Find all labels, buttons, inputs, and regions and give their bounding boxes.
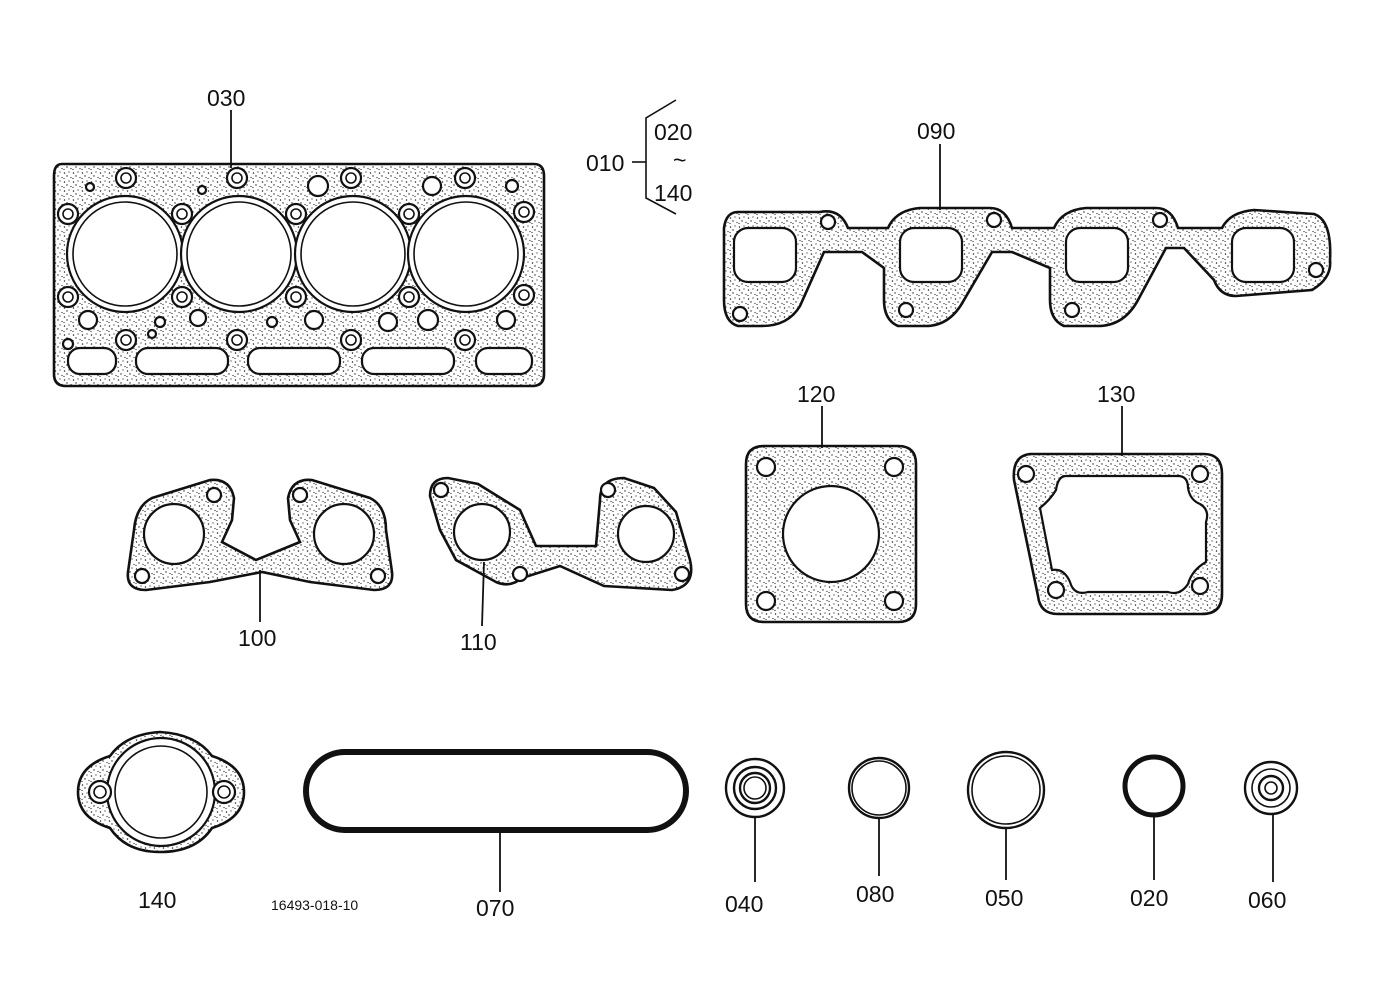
head-gasket-030 (52, 162, 546, 388)
exhaust-manifold-gasket-090 (722, 206, 1332, 328)
label-060: 060 (1248, 887, 1286, 913)
o-ring-020 (1122, 754, 1186, 818)
label-090: 090 (917, 118, 955, 144)
small-seal-060 (1243, 760, 1299, 816)
drawing-number: 16493-018-10 (271, 897, 358, 913)
label-100: 100 (238, 625, 276, 651)
label-020-range-start: 020 (654, 119, 692, 145)
flange-gasket-140 (76, 730, 246, 854)
square-flange-gasket-120 (744, 444, 918, 624)
label-040: 040 (725, 891, 763, 917)
label-010: 010 (586, 150, 624, 176)
kit-range-bracket (632, 99, 677, 215)
label-070: 070 (476, 895, 514, 921)
cover-seal-070 (303, 749, 689, 833)
o-ring-050 (966, 750, 1046, 830)
label-140-range-end: 140 (654, 180, 692, 206)
label-120: 120 (797, 381, 835, 407)
label-050: 050 (985, 885, 1023, 911)
label-030: 030 (207, 85, 245, 111)
o-ring-080 (847, 756, 911, 820)
oil-seal-040 (724, 757, 786, 819)
leader-110 (481, 561, 485, 627)
label-080: 080 (856, 881, 894, 907)
label-130: 130 (1097, 381, 1135, 407)
intake-manifold-gasket-110 (428, 476, 693, 592)
cover-gasket-130 (1012, 452, 1224, 616)
label-110: 110 (460, 629, 497, 655)
label-020: 020 (1130, 885, 1168, 911)
intake-manifold-gasket-100 (126, 478, 394, 592)
label-140: 140 (138, 887, 176, 913)
label-range-tilde: ~ (673, 147, 686, 173)
